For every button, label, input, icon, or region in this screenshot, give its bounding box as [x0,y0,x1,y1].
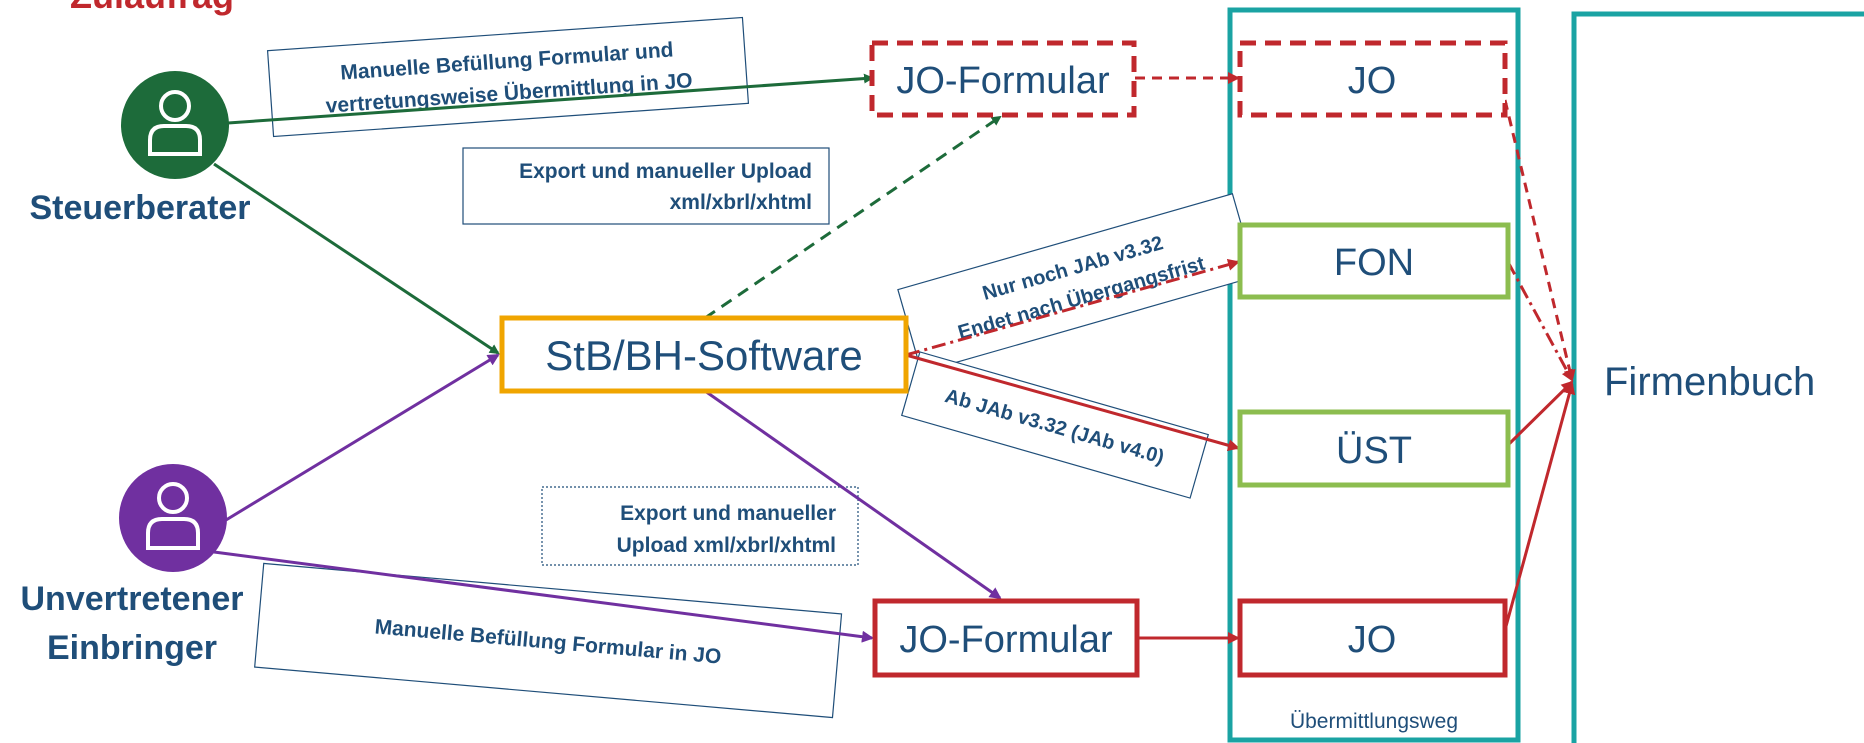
node-jo-top-label: JO [1348,60,1397,102]
node-jo-bottom [1237,598,1508,678]
node-jo-formular-top [869,40,1137,118]
annotation-ust-note: Ab JAb v3.32 (JAb v4.0) [900,351,1210,499]
edge-jo-bottom-to-firmenbuch [1503,382,1576,631]
edge-software-to-fon [905,258,1240,357]
person-icon [148,90,202,156]
annotation-text: xml/xbrl/xhtml [670,191,812,214]
annotation-manual-unv: Manuelle Befüllung Formular in JO [254,562,843,719]
node-jo-bottom-label: JO [1348,619,1397,661]
node-jo-formular-bottom-label: JO-Formular [899,619,1113,661]
annotation-fon-note: Nur noch JAb v3.32 Endet nach Übergangsf… [897,192,1257,374]
person-icon [146,482,200,550]
annotation-export-stb [462,147,830,225]
node-stb-software-label: StB/BH-Software [545,332,862,379]
annotation-manual-stb: Manuelle Befüllung Formular und vertretu… [266,16,750,138]
annotation-text: Export und manueller [620,502,836,525]
unvertretener-label-line2: Einbringer [47,629,217,667]
edge-unv-to-jo-formular-bottom [213,550,874,643]
annotation-text: Export und manueller Upload [519,160,812,183]
edge-jo-top-to-firmenbuch [1503,99,1576,382]
unvertretener-label-line1: Unvertretener [21,580,244,618]
page-title: Zulauf­rag [70,0,234,16]
node-jo-formular-top-label: JO-Formular [896,60,1110,102]
steuerberater-label: Steuerberater [29,189,250,227]
firmenbuch-label: Firmenbuch [1604,360,1815,404]
node-jo-top [1237,40,1508,118]
node-fon-label: FON [1334,242,1414,284]
edge-stb-to-software [213,162,500,355]
edge-ust-to-firmenbuch [1506,380,1574,447]
annotation-export-unv [541,486,859,566]
node-fon [1237,222,1511,300]
edge-unv-to-software [225,353,500,522]
uebermittlungsweg-container [1227,7,1521,743]
edge-fon-to-firmenbuch [1506,261,1574,382]
node-stb-software [499,315,909,394]
edge-stb-to-jo-formular [227,73,874,125]
uebermittlungsweg-label: Übermittlungsweg [1290,710,1458,733]
edge-software-to-ust [905,353,1240,452]
edge-software-to-jo-formular-bottom [704,389,1002,600]
node-jo-formular-bottom [872,598,1140,678]
node-ust [1237,409,1511,488]
node-ust-label: ÜST [1336,430,1412,472]
annotation-text: Upload xml/xbrl/xhtml [617,534,836,557]
